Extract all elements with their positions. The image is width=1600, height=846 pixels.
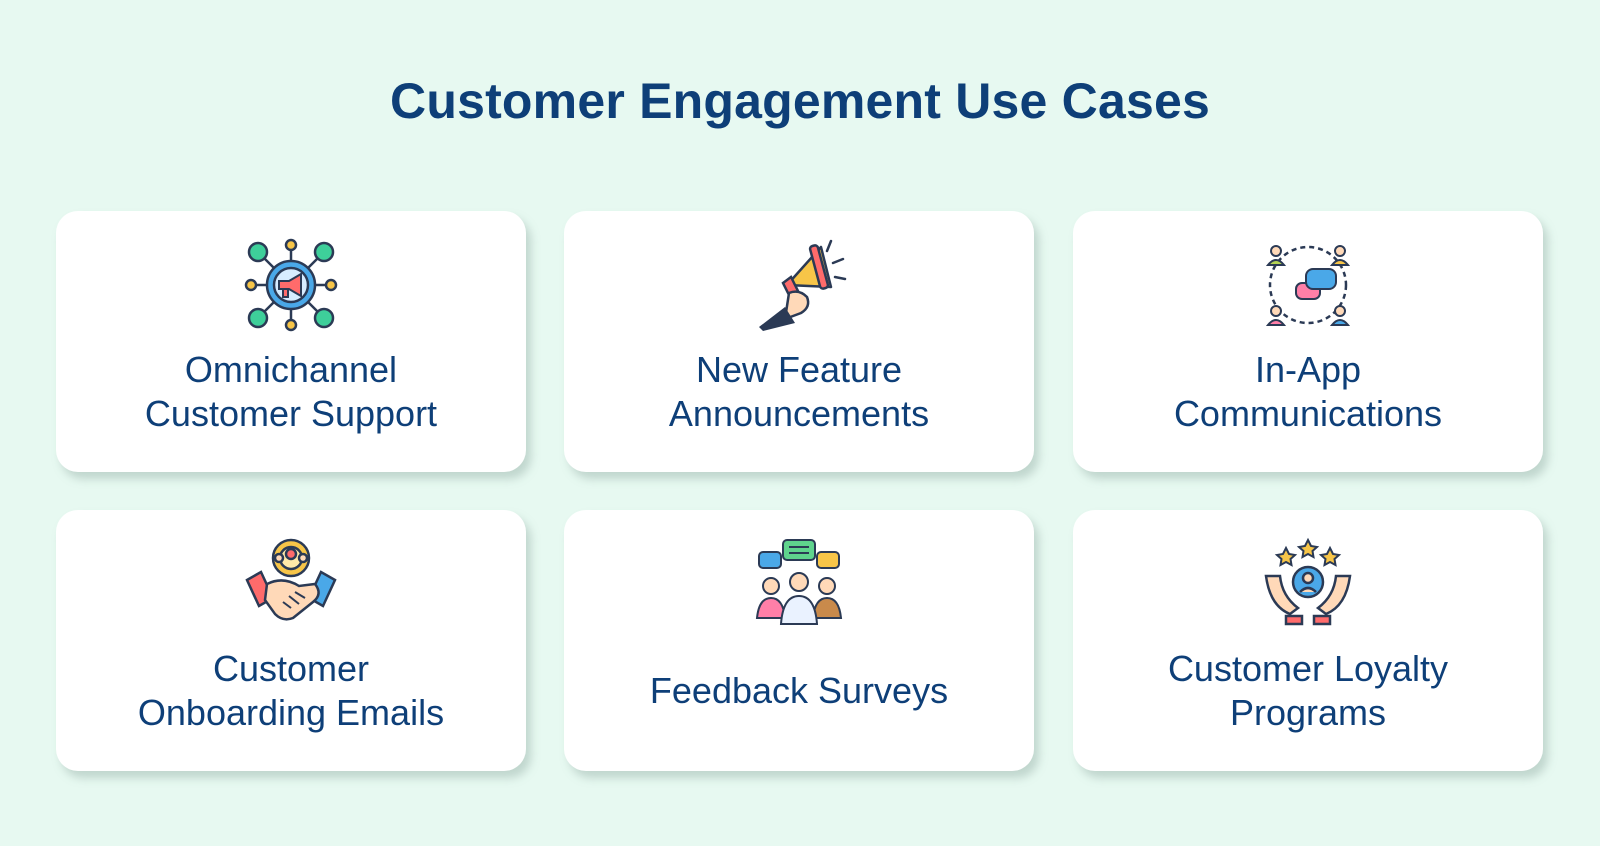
card-label: Customer Loyalty Programs (1167, 647, 1449, 733)
card-in-app-communications: In-App Communications (1073, 211, 1543, 472)
card-label: In-App Communications (1173, 348, 1443, 434)
card-feedback-surveys: Feedback Surveys (564, 510, 1034, 771)
omnichannel-megaphone-network-icon (243, 237, 339, 333)
people-chat-circle-icon (1260, 237, 1356, 333)
card-omnichannel-customer-support: Omnichannel Customer Support (56, 211, 526, 472)
card-new-feature-announcements: New Feature Announcements (564, 211, 1034, 472)
card-label: New Feature Announcements (668, 348, 930, 434)
card-customer-onboarding-emails: Customer Onboarding Emails (56, 510, 526, 771)
card-label: Omnichannel Customer Support (144, 348, 438, 434)
page-title: Customer Engagement Use Cases (390, 73, 1210, 129)
group-speech-bubbles-icon (751, 536, 847, 632)
hands-person-stars-icon (1260, 536, 1356, 632)
card-label: Customer Onboarding Emails (137, 647, 445, 733)
megaphone-hand-icon (751, 237, 847, 333)
handshake-team-gear-icon (243, 536, 339, 632)
card-label: Feedback Surveys (649, 669, 949, 711)
card-customer-loyalty-programs: Customer Loyalty Programs (1073, 510, 1543, 771)
